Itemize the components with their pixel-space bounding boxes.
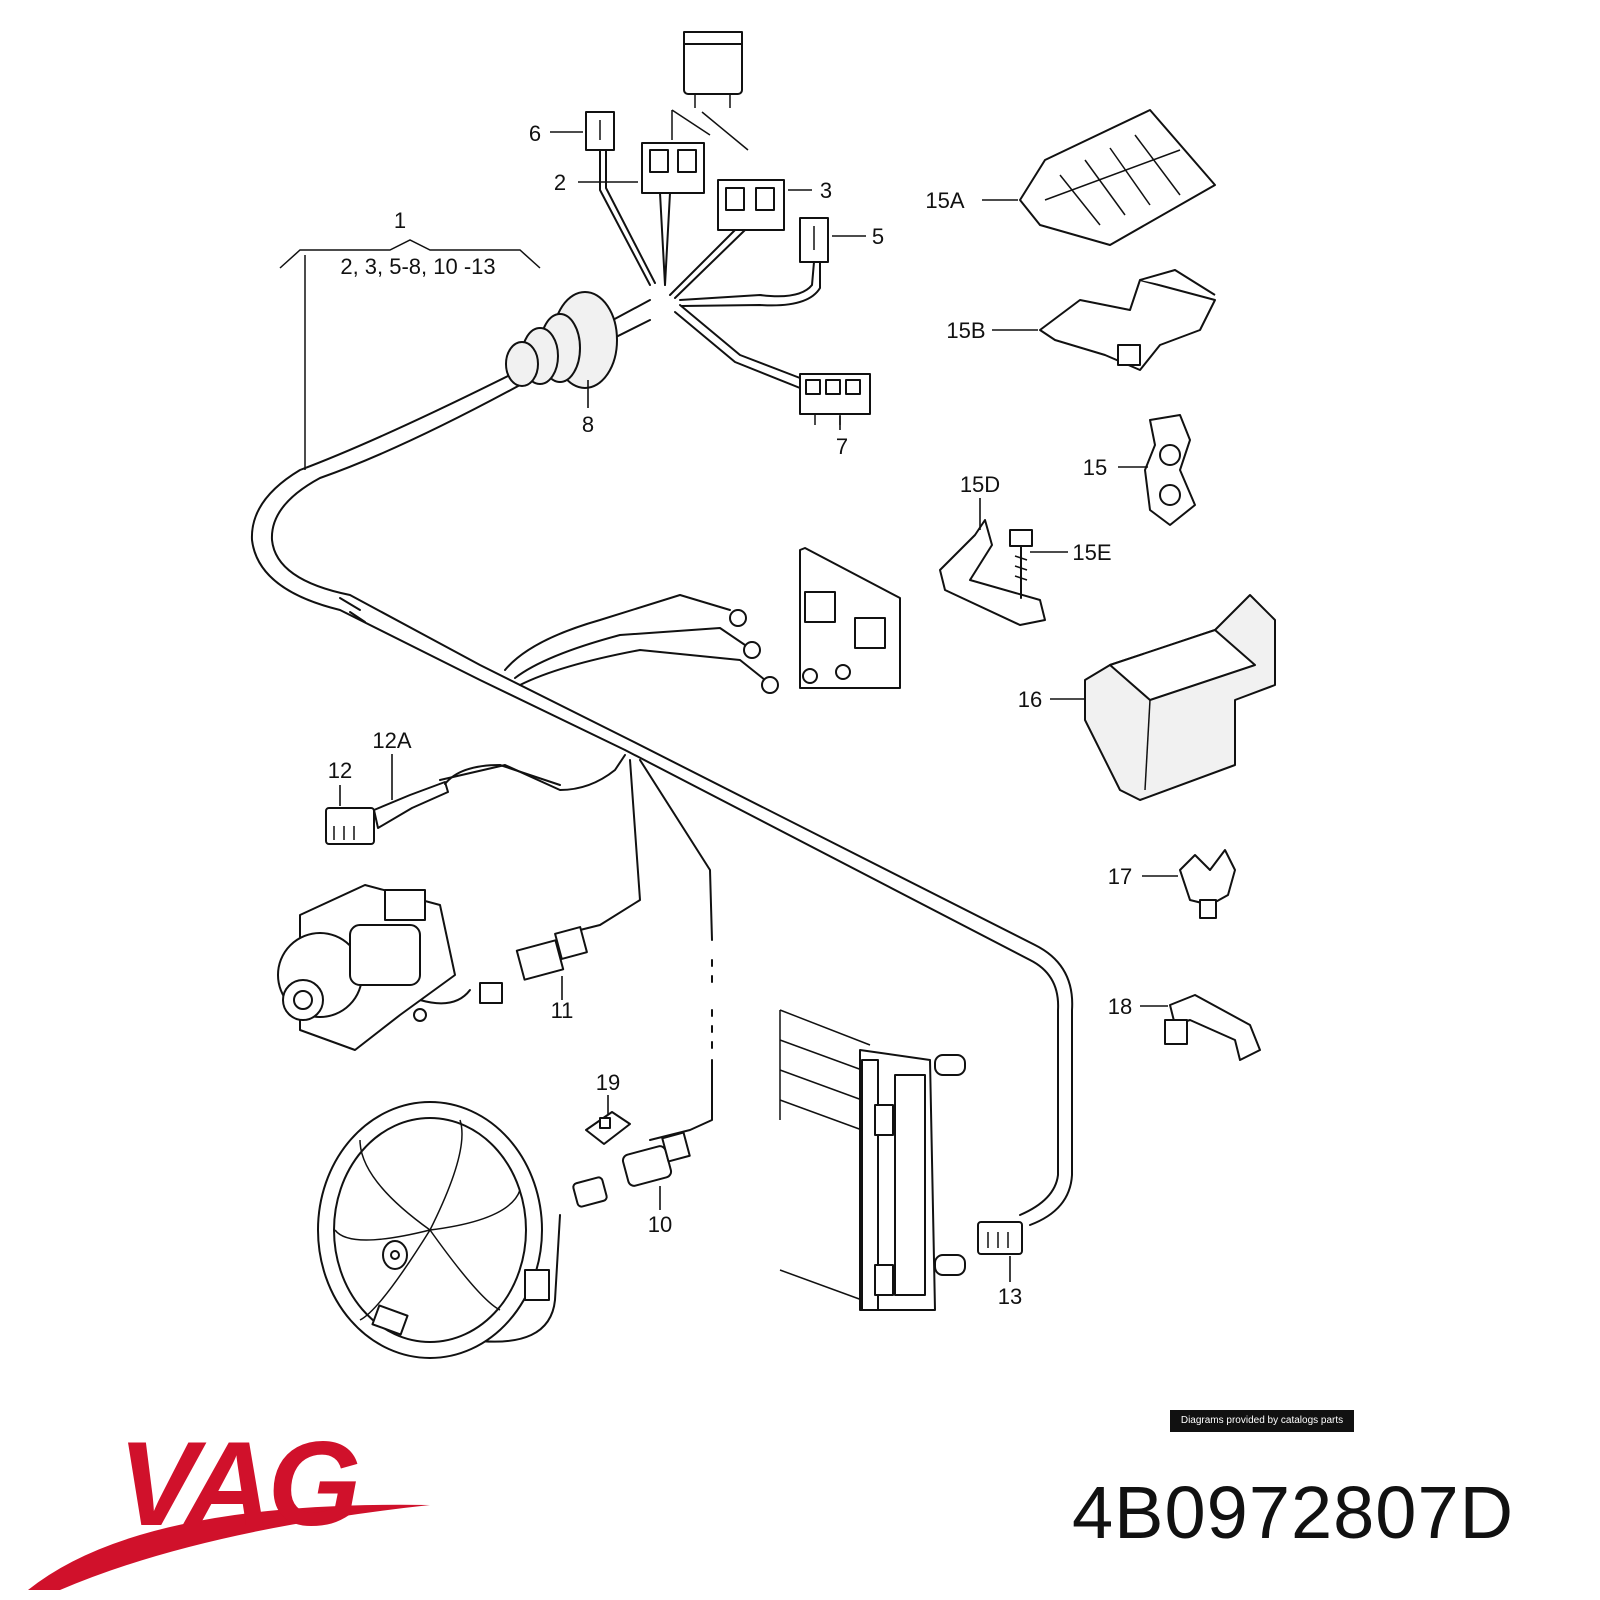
callout-8: 8 bbox=[582, 412, 594, 437]
main-harness bbox=[250, 299, 1074, 1226]
callout-15d: 15D bbox=[960, 472, 1000, 497]
vag-logo-text: VAG bbox=[118, 1417, 358, 1551]
callout-3: 3 bbox=[820, 178, 832, 203]
relay-holder-3 bbox=[669, 179, 785, 299]
callout-7: 7 bbox=[836, 434, 848, 459]
relay-carrier-15a bbox=[1019, 109, 1216, 246]
callout-labels: 6 2 3 5 7 8 15A 15B 15 15D 15E 16 17 18 … bbox=[328, 121, 1132, 1309]
relay bbox=[671, 31, 749, 151]
callout-6: 6 bbox=[529, 121, 541, 146]
callout-15b: 15B bbox=[946, 318, 985, 343]
callout-11: 11 bbox=[551, 998, 574, 1023]
assembly-label: 1 bbox=[394, 208, 406, 233]
ground-block bbox=[799, 547, 901, 689]
connector-7 bbox=[674, 304, 871, 425]
connector-11 bbox=[479, 926, 588, 1004]
cover-16 bbox=[1084, 594, 1276, 801]
callout-2: 2 bbox=[554, 170, 566, 195]
assembly-includes: 2, 3, 5-8, 10 -13 bbox=[340, 254, 495, 279]
callout-5: 5 bbox=[872, 224, 884, 249]
diagram-credit: Diagrams provided by catalogs parts bbox=[1170, 1410, 1354, 1432]
connector-10 bbox=[572, 1131, 691, 1208]
callout-15a: 15A bbox=[925, 188, 964, 213]
connector-5 bbox=[679, 217, 829, 307]
callout-17: 17 bbox=[1108, 864, 1132, 889]
ground-branch bbox=[504, 594, 779, 694]
bolt-15e bbox=[1009, 529, 1033, 599]
clip-15 bbox=[1144, 414, 1196, 526]
callout-12a: 12A bbox=[372, 728, 411, 753]
bracket-15b bbox=[1039, 269, 1216, 371]
callout-18: 18 bbox=[1108, 994, 1132, 1019]
connector-6 bbox=[585, 111, 656, 286]
callout-19: 19 bbox=[596, 1070, 620, 1095]
part-number: 4B0972807D bbox=[1072, 1471, 1515, 1554]
condenser bbox=[779, 1009, 966, 1311]
leader-lines bbox=[339, 131, 1178, 1282]
connector-12 bbox=[325, 764, 561, 845]
ac-compressor bbox=[277, 884, 456, 1051]
assembly-bracket: 1 2, 3, 5-8, 10 -13 bbox=[279, 208, 541, 470]
connector-13 bbox=[977, 1221, 1023, 1255]
callout-13: 13 bbox=[998, 1284, 1022, 1309]
radiator-fan bbox=[317, 1101, 550, 1359]
vag-logo: VAG bbox=[28, 1417, 430, 1590]
callout-15e: 15E bbox=[1072, 540, 1111, 565]
clip-19 bbox=[585, 1111, 631, 1145]
relay-holder-2 bbox=[641, 142, 705, 286]
grommet-8 bbox=[505, 291, 618, 389]
clip-18 bbox=[1164, 994, 1261, 1061]
callout-16: 16 bbox=[1018, 687, 1042, 712]
callout-10: 10 bbox=[648, 1212, 672, 1237]
callout-15: 15 bbox=[1083, 455, 1107, 480]
callout-12: 12 bbox=[328, 758, 352, 783]
clip-17 bbox=[1179, 849, 1236, 919]
